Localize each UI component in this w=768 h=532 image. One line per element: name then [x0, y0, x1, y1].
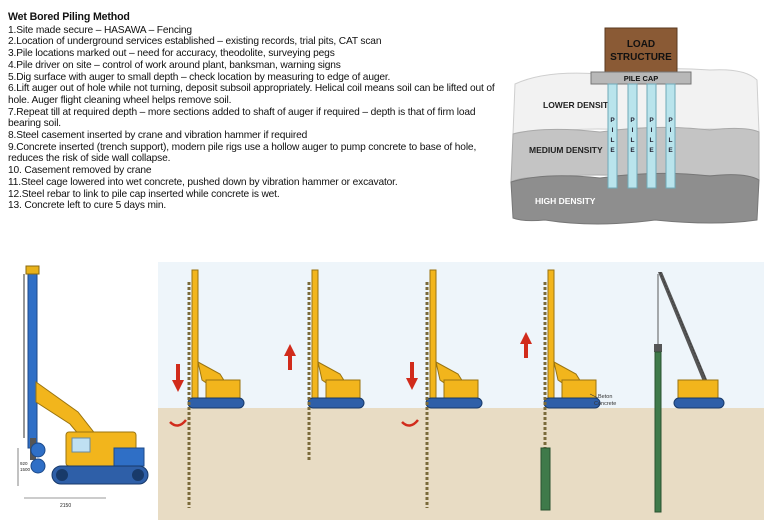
step-item: 4.Pile driver on site – control of work …: [8, 59, 341, 71]
arrow-shaft: [288, 356, 292, 370]
arrow-down-icon: [406, 378, 418, 390]
method-notes: Wet Bored Piling Method 1.Site made secu…: [8, 11, 500, 212]
pile: P I L E: [665, 83, 676, 189]
pile-letter: P: [630, 117, 635, 124]
pile-letter: I: [632, 127, 634, 134]
pile: P I L E: [607, 83, 618, 189]
step-item: 8.Steel casement inserted by crane and v…: [8, 130, 308, 142]
stage-3-augering: [401, 269, 483, 508]
arrow-shaft: [176, 364, 180, 380]
step-item: 3.Pile locations marked out – need for a…: [8, 48, 335, 60]
rig-tracks: [543, 397, 601, 409]
pile-strata-diagram: LOWER DENSITY MEDIUM DENSITY HIGH DENSIT…: [510, 27, 760, 225]
rig-tracks: [51, 465, 149, 485]
layer-label-lower: LOWER DENSITY: [543, 100, 614, 110]
pile-letter: P: [668, 117, 673, 124]
steps-list: 1.Site made secure – HASAWA – Fencing 2.…: [8, 25, 500, 212]
piles: P I L E P I L E P I L E P I L E: [607, 83, 676, 189]
pile-letter: I: [651, 127, 653, 134]
arrow-up-icon: [520, 332, 532, 344]
step-item: 6.Lift auger out of hole while not turni…: [8, 83, 495, 106]
layer-label-medium: MEDIUM DENSITY: [529, 145, 603, 155]
crane-tracks: [673, 397, 725, 409]
pile-letter: L: [611, 137, 615, 144]
leader-line: [589, 393, 599, 399]
step-item: 2.Location of underground services estab…: [8, 36, 382, 48]
pile-letter: E: [649, 147, 654, 154]
dim-label-side-b: 1500: [20, 467, 31, 472]
steel-cage: [654, 351, 662, 513]
pile-letter: L: [631, 137, 635, 144]
step-item: 12.Steel rebar to link to pile cap inser…: [8, 188, 280, 200]
crane-boom: [658, 272, 708, 384]
pile-letter: E: [668, 147, 673, 154]
stage-5-crane: [654, 271, 725, 513]
pile-letter: I: [670, 127, 672, 134]
step-item: 5.Dig surface with auger to small depth …: [8, 71, 391, 83]
high-density-layer: [510, 172, 760, 225]
arrow-down-icon: [172, 380, 184, 392]
rig-mast: [27, 267, 38, 449]
rig-mast: [429, 269, 437, 401]
pile-letter: P: [649, 117, 654, 124]
rotation-arrow-icon: [169, 419, 187, 427]
concrete-label: Concrete: [594, 401, 616, 407]
pile-letter: L: [650, 137, 654, 144]
step-item: 10. Casement removed by crane: [8, 165, 152, 177]
crane-lattice: [659, 271, 709, 385]
step-item: 7.Repeat till at required depth – more s…: [8, 106, 476, 130]
rig-tracks: [187, 397, 245, 409]
pile-letter: E: [630, 147, 635, 154]
rig-mast: [191, 269, 199, 401]
rig-body: [325, 379, 361, 399]
document-title: Wet Bored Piling Method: [8, 11, 130, 23]
step-item: 9.Concrete inserted (trench support), mo…: [8, 141, 477, 165]
stage-1-augering: [169, 269, 245, 508]
crane-hook: [654, 344, 662, 352]
concrete-pile: [540, 447, 551, 511]
rig-body: [443, 379, 479, 399]
stage-4-concreting: Beton Concrete: [520, 269, 616, 511]
arrow-shaft: [524, 344, 528, 358]
track-wheel: [132, 469, 144, 481]
pile-cap-label: PILE CAP: [624, 74, 659, 83]
rig-body: [205, 379, 241, 399]
rig-body: [561, 379, 597, 399]
construction-sequence: Beton Concrete: [158, 262, 764, 520]
rotation-arrow-icon: [401, 419, 419, 427]
pile: P I L E: [646, 83, 657, 189]
step-item: 13. Concrete left to cure 5 days min.: [8, 200, 167, 212]
dim-label-side-a: 920: [20, 461, 28, 466]
pile-letter: I: [612, 127, 614, 134]
pile-letter: E: [610, 147, 615, 154]
structure-label: STRUCTURE: [610, 52, 672, 63]
base-wheel: [30, 458, 46, 474]
rig-tracks: [307, 397, 365, 409]
layer-label-high: HIGH DENSITY: [535, 196, 596, 206]
pile-letter: P: [610, 117, 615, 124]
counterweight: [113, 447, 145, 467]
mast-head: [25, 265, 40, 275]
base-wheel: [30, 442, 46, 458]
ground: [158, 408, 764, 520]
step-item: 11.Steel cage lowered into wet concrete,…: [8, 176, 398, 188]
beton-label: Beton: [598, 394, 612, 400]
pile: P I L E: [627, 83, 638, 189]
arrow-up-icon: [284, 344, 296, 356]
dim-label-bottom: 2150: [60, 503, 71, 509]
track-wheel: [56, 469, 68, 481]
step-item: 1.Site made secure – HASAWA – Fencing: [8, 24, 192, 36]
piling-rig-elevation: 920 1500 2150: [17, 265, 149, 509]
rig-mast: [547, 269, 555, 401]
load-label: LOAD: [627, 39, 655, 50]
rig-mast: [311, 269, 319, 401]
cab-window: [71, 437, 91, 453]
pile-cap: [590, 71, 692, 85]
crane-body: [677, 379, 719, 399]
load-structure: [604, 27, 678, 73]
arrow-shaft: [410, 362, 414, 378]
rig-tracks: [425, 397, 483, 409]
stage-2-lifting: [284, 269, 365, 462]
pile-letter: L: [669, 137, 673, 144]
